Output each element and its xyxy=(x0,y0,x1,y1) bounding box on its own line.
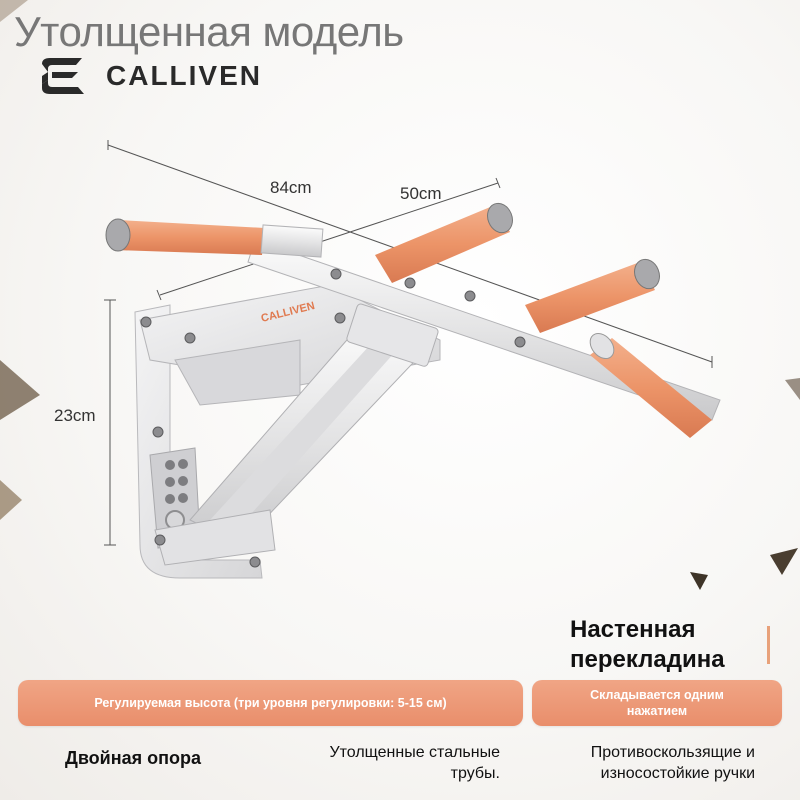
product-title: Настенная перекладина xyxy=(570,615,770,675)
brand-name: CALLIVEN xyxy=(106,60,262,91)
accent-bar xyxy=(767,626,770,664)
calliven-logo-icon xyxy=(42,58,84,94)
brand: CALLIVEN xyxy=(38,56,262,96)
headline: Утолщенная модель xyxy=(14,8,404,55)
feature-pill-adjustable-height: Регулируемая высота (три уровня регулиро… xyxy=(18,680,523,726)
dimension-grip-label: 50cm xyxy=(400,184,442,203)
feature-pill-adjustable-height-text: Регулируемая высота (три уровня регулиро… xyxy=(94,696,447,710)
product-title-line2: перекладина xyxy=(570,646,725,673)
feature-thick-pipes: Утолщенные стальные трубы. xyxy=(329,744,500,782)
product-title-line1: Настенная xyxy=(570,616,696,643)
pull-up-bar-illustration: CALLIVEN xyxy=(104,140,721,579)
feature-pill-folding-text: Складывается одним нажатием xyxy=(590,688,724,718)
dimension-width-label: 84cm xyxy=(270,178,312,197)
feature-anti-slip-grips: Противоскользящие и износостойкие ручки xyxy=(590,744,755,782)
feature-double-support: Двойная опора xyxy=(65,748,201,768)
feature-pill-folding: Складывается одним нажатием xyxy=(532,680,782,726)
dimension-height-label: 23cm xyxy=(54,406,96,425)
